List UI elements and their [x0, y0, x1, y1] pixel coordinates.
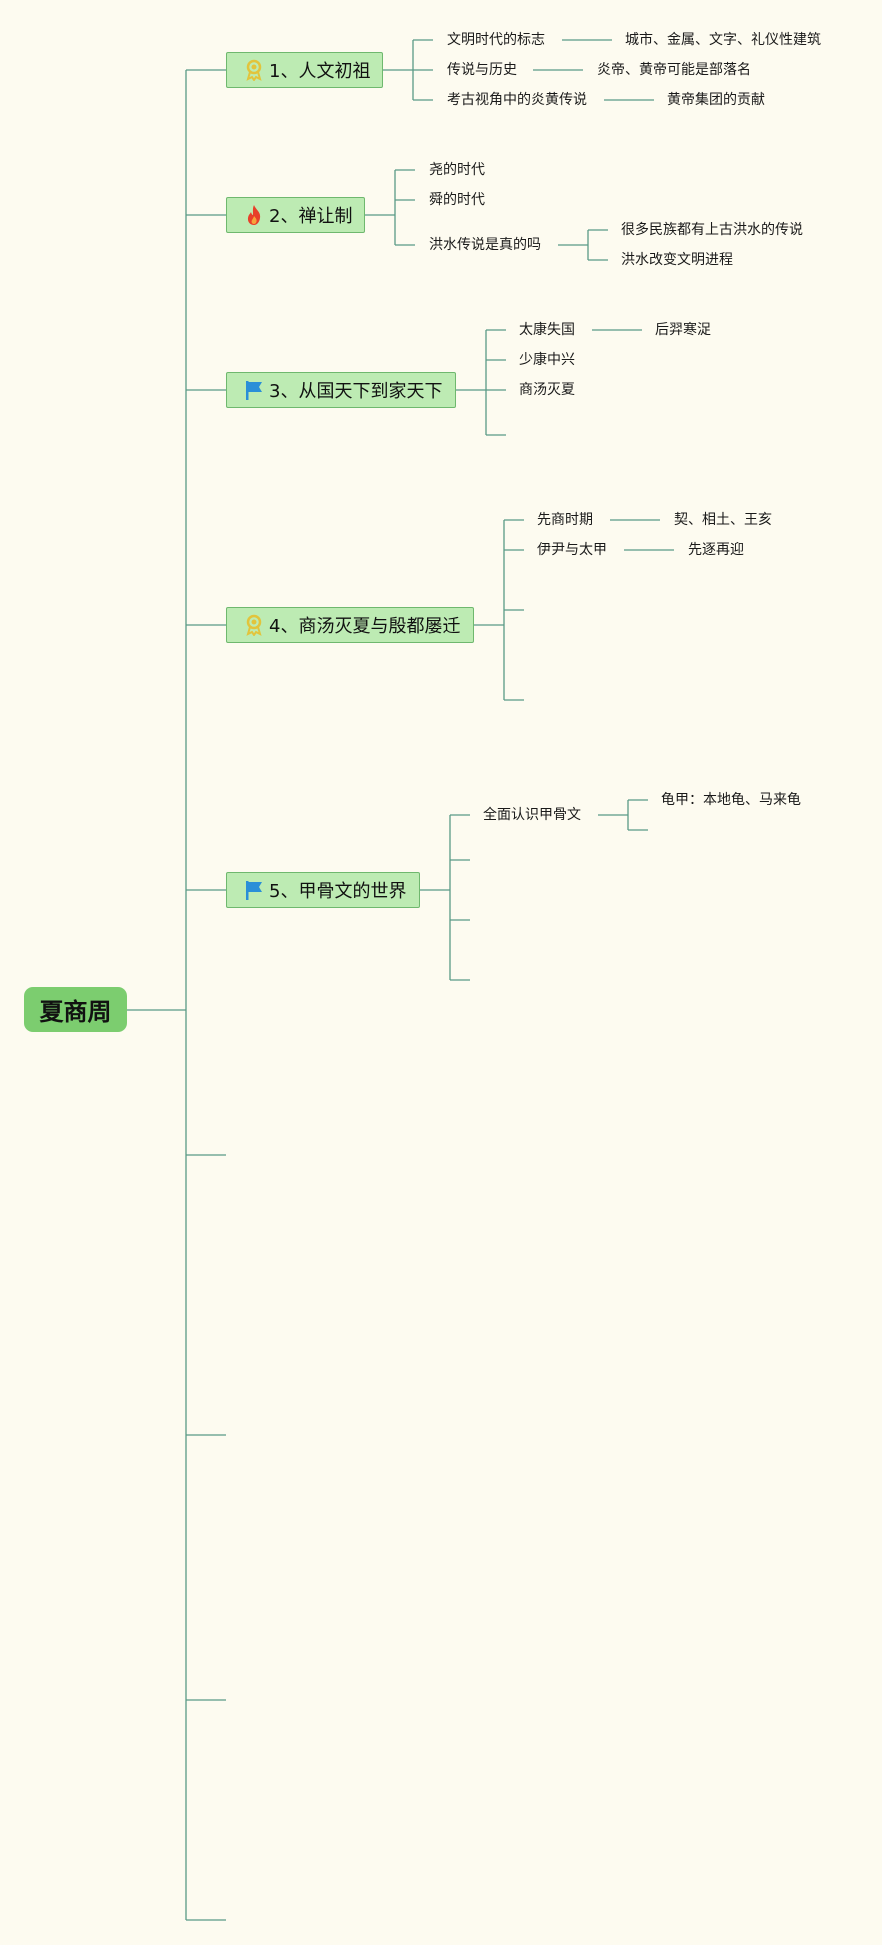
topic-1[interactable]: 1、人文初祖 — [226, 52, 383, 88]
topic-2-grandchild-1[interactable]: 很多民族都有上古洪水的传说 — [621, 222, 803, 238]
topic-3-child-1[interactable]: 太康失国 — [519, 322, 575, 338]
topic-4-child-2[interactable]: 伊尹与太甲 — [537, 542, 607, 558]
topic-2[interactable]: 2、禅让制 — [226, 197, 365, 233]
award-ribbon-icon — [243, 59, 265, 82]
fire-icon — [243, 204, 265, 226]
topic-3[interactable]: 3、从国天下到家天下 — [226, 372, 456, 408]
topic-1-child-1-detail[interactable]: 城市、金属、文字、礼仪性建筑 — [625, 32, 821, 48]
topic-3-label: 3、从国天下到家天下 — [269, 381, 443, 402]
topic-2-child-2[interactable]: 舜的时代 — [429, 192, 485, 208]
topic-3-child-2[interactable]: 少康中兴 — [519, 352, 575, 368]
topic-4-child-1-detail[interactable]: 契、相土、王亥 — [674, 512, 772, 528]
topic-3-child-3[interactable]: 商汤灭夏 — [519, 382, 575, 398]
topic-1-child-3[interactable]: 考古视角中的炎黄传说 — [447, 92, 587, 108]
topic-2-child-3[interactable]: 洪水传说是真的吗 — [429, 237, 541, 253]
topic-3-child-1-detail[interactable]: 后羿寒浞 — [655, 322, 711, 338]
flag-icon — [243, 879, 265, 901]
topic-5[interactable]: 5、甲骨文的世界 — [226, 872, 420, 908]
topic-4-label: 4、商汤灭夏与殷都屡迁 — [269, 616, 461, 637]
topic-2-child-1[interactable]: 尧的时代 — [429, 162, 485, 178]
flag-icon — [243, 379, 265, 401]
topic-5-grandchild-1[interactable]: 龟甲：本地龟、马来龟 — [661, 792, 801, 808]
topic-4[interactable]: 4、商汤灭夏与殷都屡迁 — [226, 607, 474, 643]
topic-4-child-1[interactable]: 先商时期 — [537, 512, 593, 528]
topic-1-child-2[interactable]: 传说与历史 — [447, 62, 517, 78]
topic-4-child-2-detail[interactable]: 先逐再迎 — [688, 542, 744, 558]
topic-5-child-1[interactable]: 全面认识甲骨文 — [483, 807, 581, 823]
topic-2-label: 2、禅让制 — [269, 206, 353, 227]
topic-1-child-3-detail[interactable]: 黄帝集团的贡献 — [667, 92, 765, 108]
topic-1-child-1[interactable]: 文明时代的标志 — [447, 32, 545, 48]
root-topic[interactable]: 夏商周 — [24, 987, 127, 1032]
topic-1-child-2-detail[interactable]: 炎帝、黄帝可能是部落名 — [597, 62, 751, 78]
topic-2-grandchild-2[interactable]: 洪水改变文明进程 — [621, 252, 733, 268]
topic-1-label: 1、人文初祖 — [269, 61, 371, 82]
award-ribbon-icon — [243, 614, 265, 637]
topic-5-label: 5、甲骨文的世界 — [269, 881, 407, 902]
